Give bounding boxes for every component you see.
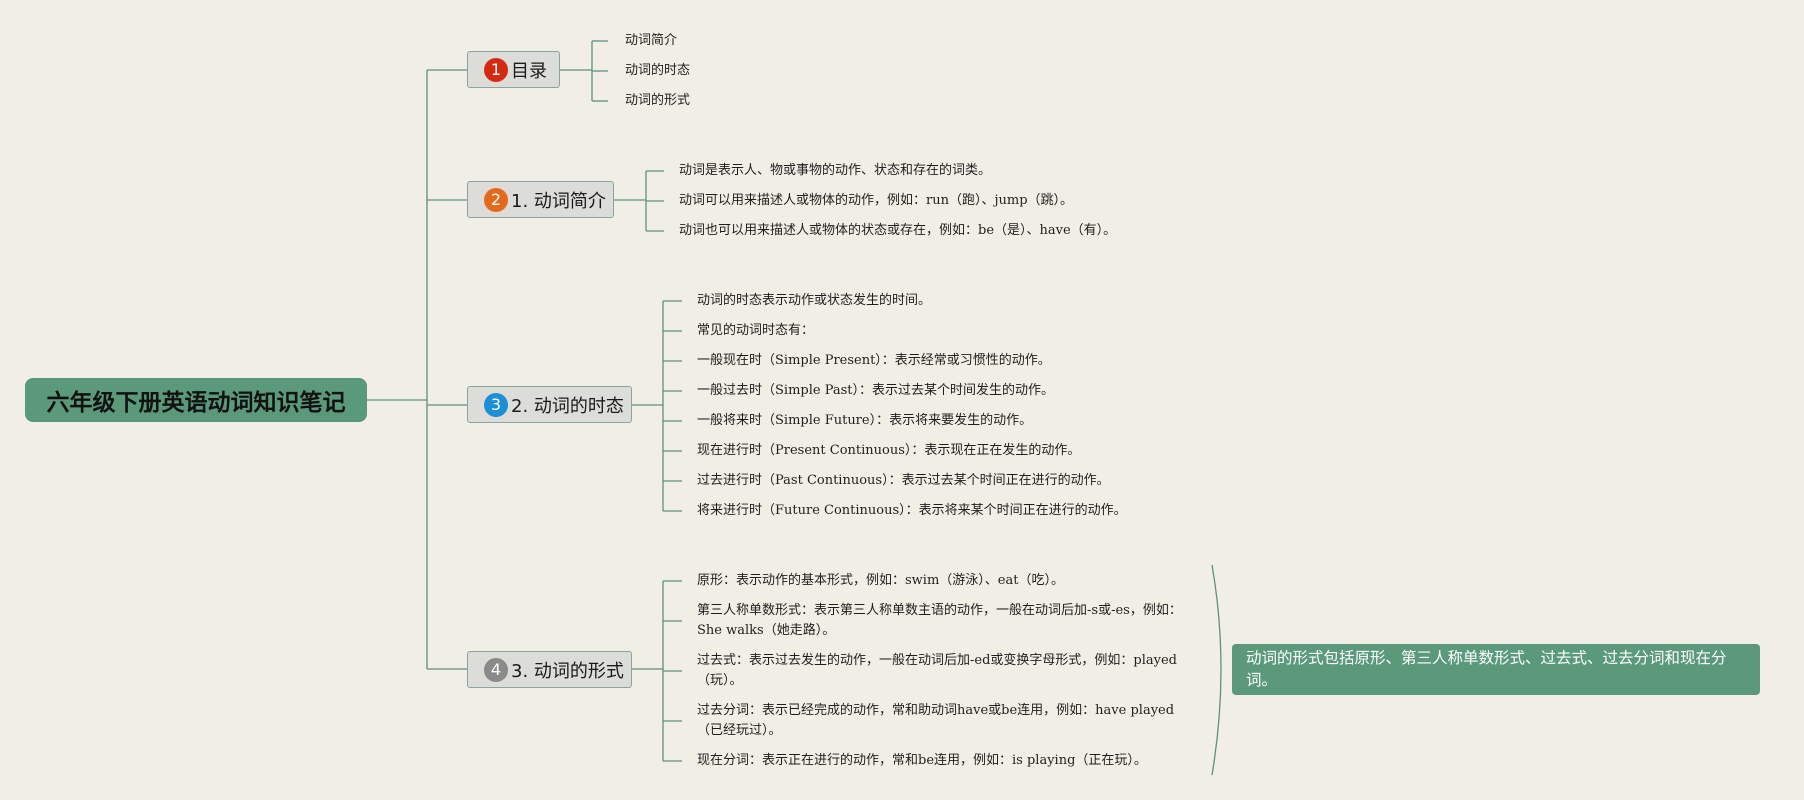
form-item[interactable]: 原形：表示动作的基本形式，例如：swim（游泳）、eat（吃）。 <box>697 573 1064 588</box>
form-item[interactable]: 过去式：表示过去发生的动作，一般在动词后加-ed或变换字母形式，例如：playe… <box>697 653 1177 688</box>
verb-intro-item[interactable]: 动词是表示人、物或事物的动作、状态和存在的词类。 <box>679 163 992 178</box>
root-node[interactable]: 六年级下册英语动词知识笔记 <box>25 378 367 422</box>
contents-item[interactable]: 动词的时态 <box>625 63 691 78</box>
form-item[interactable]: 第三人称单数形式：表示第三人称单数主语的动作，一般在动词后加-s或-es，例如：… <box>697 603 1182 638</box>
topic-label: 2. 动词的时态 <box>511 395 624 417</box>
badge-4-icon: 4 <box>484 657 508 682</box>
tense-item[interactable]: 过去进行时（Past Continuous）：表示过去某个时间正在进行的动作。 <box>697 473 1110 488</box>
topic-label: 1. 动词简介 <box>511 190 606 212</box>
tense-item[interactable]: 现在进行时（Present Continuous）：表示现在正在发生的动作。 <box>697 443 1081 458</box>
tense-item[interactable]: 常见的动词时态有： <box>697 323 815 338</box>
contents-item[interactable]: 动词简介 <box>625 33 678 48</box>
topic-verb-intro[interactable]: 2 1. 动词简介 <box>467 181 614 218</box>
badge-1-icon: 1 <box>484 57 508 82</box>
verb-intro-item[interactable]: 动词也可以用来描述人或物体的状态或存在，例如：be（是）、have（有）。 <box>679 223 1117 238</box>
tense-item[interactable]: 一般过去时（Simple Past）：表示过去某个时间发生的动作。 <box>697 383 1055 398</box>
tense-item[interactable]: 将来进行时（Future Continuous）：表示将来某个时间正在进行的动作… <box>697 503 1127 518</box>
badge-3-icon: 3 <box>484 392 508 417</box>
form-item[interactable]: 现在分词：表示正在进行的动作，常和be连用，例如：is playing（正在玩）… <box>697 753 1147 768</box>
verb-intro-item[interactable]: 动词可以用来描述人或物体的动作，例如：run（跑）、jump（跳）。 <box>679 193 1074 208</box>
forms-summary[interactable]: 动词的形式包括原形、第三人称单数形式、过去式、过去分词和现在分词。 <box>1232 644 1760 695</box>
form-item[interactable]: 过去分词：表示已经完成的动作，常和助动词have或be连用，例如：have pl… <box>697 703 1175 738</box>
tense-item[interactable]: 一般将来时（Simple Future）：表示将来要发生的动作。 <box>697 413 1033 428</box>
topic-label: 3. 动词的形式 <box>511 660 624 682</box>
tense-item[interactable]: 动词的时态表示动作或状态发生的时间。 <box>697 293 932 308</box>
topic-verb-forms[interactable]: 4 3. 动词的形式 <box>467 651 632 688</box>
topic-contents[interactable]: 1 目录 <box>467 51 560 88</box>
tense-item[interactable]: 一般现在时（Simple Present）：表示经常或习惯性的动作。 <box>697 353 1051 368</box>
badge-2-icon: 2 <box>484 187 508 212</box>
summary-bracket <box>1211 564 1222 776</box>
topic-label: 目录 <box>511 60 547 82</box>
contents-item[interactable]: 动词的形式 <box>625 93 691 108</box>
topic-verb-tenses[interactable]: 3 2. 动词的时态 <box>467 386 632 423</box>
